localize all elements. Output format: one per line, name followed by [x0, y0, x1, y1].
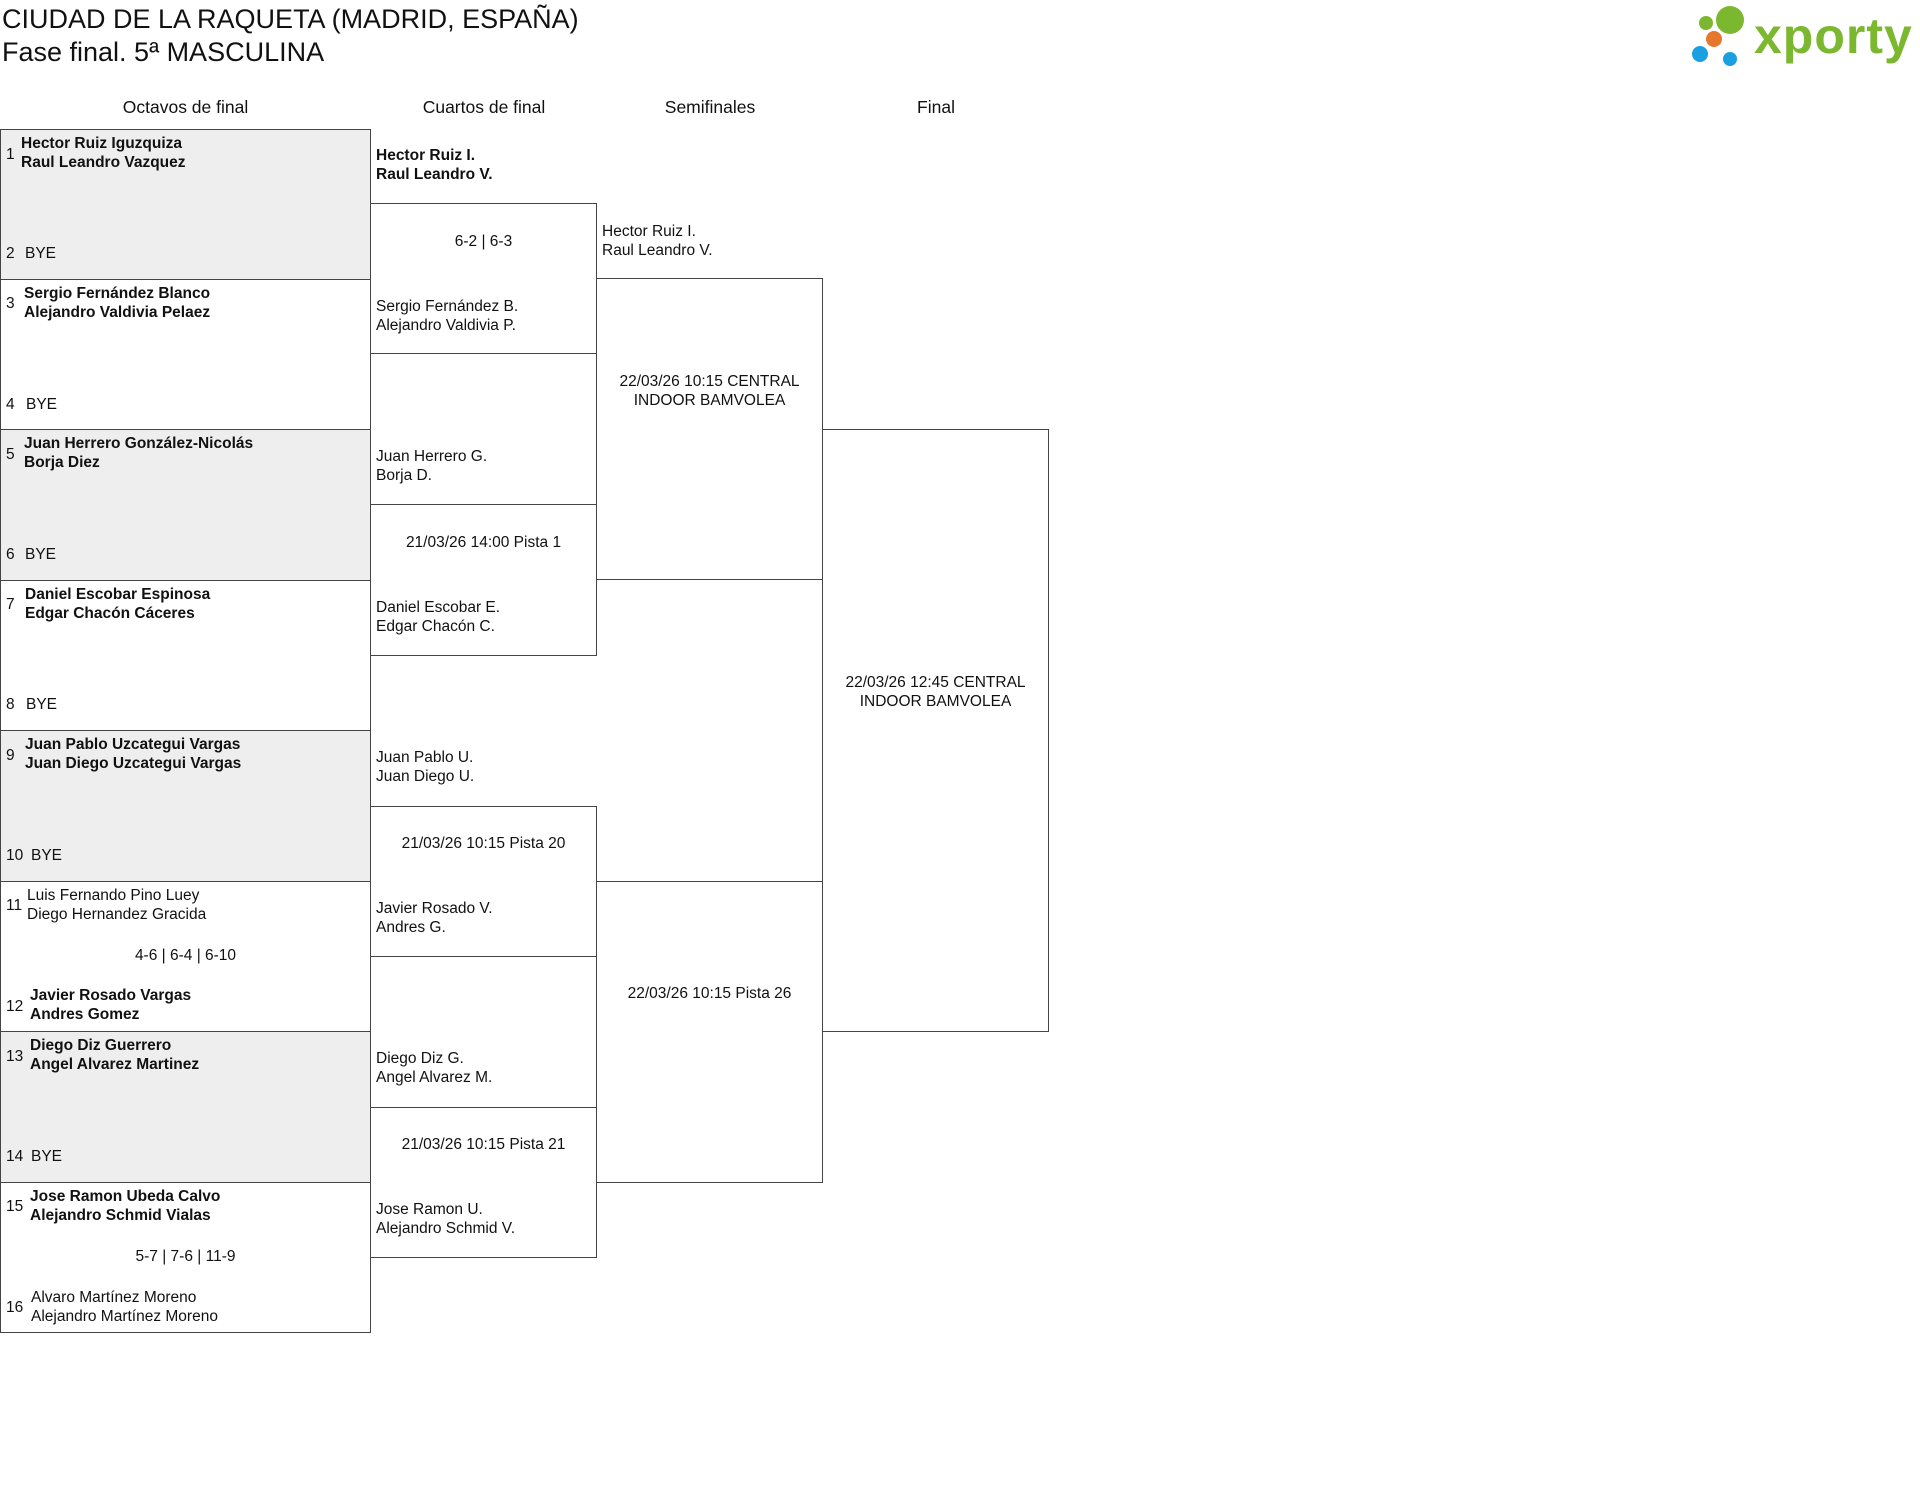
seed-number: 2: [6, 245, 15, 262]
player-name: Angel Alvarez M.: [376, 1069, 493, 1086]
seed-number: 9: [6, 747, 15, 764]
player-name: Jose Ramon U.: [376, 1201, 483, 1218]
octavos-match-5[interactable]: [0, 730, 371, 882]
semis-match-1[interactable]: [596, 278, 823, 580]
seed-number: 15: [6, 1198, 24, 1215]
player-name: Andres G.: [376, 919, 446, 936]
player-name: BYE: [26, 396, 58, 413]
player-name: Alejandro Schmid Vialas: [30, 1207, 211, 1224]
match-schedule: 21/03/26 10:15 Pista 21: [401, 1136, 566, 1153]
seed-number: 3: [6, 295, 15, 312]
round-header-semifinales: Semifinales: [664, 97, 756, 117]
player-name: BYE: [31, 847, 63, 864]
player-name: Hector Ruiz I.: [376, 147, 476, 164]
player-name: BYE: [25, 245, 57, 262]
semis-match-2[interactable]: [596, 881, 823, 1183]
final-match[interactable]: [822, 429, 1049, 1032]
player-name: Juan Herrero G.: [376, 448, 488, 465]
player-name: Alvaro Martínez Moreno: [31, 1289, 197, 1306]
player-name: Juan Diego Uzcategui Vargas: [25, 755, 242, 772]
player-name: Alejandro Martínez Moreno: [31, 1308, 218, 1325]
player-name: Alejandro Schmid V.: [376, 1220, 516, 1237]
cuartos-match-2[interactable]: [370, 504, 597, 656]
logo-wordmark: xporty: [1754, 8, 1913, 64]
player-name: Alejandro Valdivia Pelaez: [24, 304, 211, 321]
player-name: Diego Diz G.: [376, 1050, 464, 1067]
round-header-cuartos: Cuartos de final: [422, 97, 546, 117]
match-score: 6-2 | 6-3: [454, 233, 513, 250]
player-name: Angel Alvarez Martinez: [30, 1056, 200, 1073]
seed-number: 12: [6, 998, 24, 1015]
player-name: Juan Pablo U.: [376, 749, 474, 766]
seed-number: 10: [6, 847, 24, 864]
seed-number: 13: [6, 1048, 24, 1065]
player-name: Borja Diez: [24, 454, 100, 471]
player-name: Javier Rosado Vargas: [30, 987, 192, 1004]
player-name: Sergio Fernández B.: [376, 298, 519, 315]
player-name: Diego Hernandez Gracida: [27, 906, 207, 923]
player-name: Javier Rosado V.: [376, 900, 493, 917]
match-schedule: 21/03/26 14:00 Pista 1: [405, 534, 562, 551]
player-name: Edgar Chacón Cáceres: [25, 605, 195, 622]
logo-dot-blue: [1692, 46, 1708, 62]
player-name: Diego Diz Guerrero: [30, 1037, 172, 1054]
player-name: Sergio Fernández Blanco: [24, 285, 211, 302]
player-name: Hector Ruiz Iguzquiza: [21, 135, 183, 152]
seed-number: 11: [6, 897, 23, 914]
player-name: Daniel Escobar E.: [376, 599, 501, 616]
round-header-final: Final: [917, 97, 955, 117]
player-name: Daniel Escobar Espinosa: [25, 586, 211, 603]
player-name: Andres Gomez: [30, 1006, 140, 1023]
match-schedule: 22/03/26 10:15 CENTRAL: [619, 373, 800, 390]
player-name: Hector Ruiz I.: [602, 223, 696, 240]
octavos-match-3[interactable]: [0, 429, 371, 581]
player-name: BYE: [31, 1148, 63, 1165]
match-venue: INDOOR BAMVOLEA: [859, 693, 1012, 710]
player-name: Juan Herrero González-Nicolás: [24, 435, 254, 452]
seed-number: 5: [6, 446, 15, 463]
match-score: 5-7 | 7-6 | 11-9: [135, 1248, 236, 1265]
match-schedule: 21/03/26 10:15 Pista 20: [401, 835, 566, 852]
seed-number: 4: [6, 396, 15, 413]
match-venue: INDOOR BAMVOLEA: [633, 392, 786, 409]
xporty-logo[interactable]: xporty: [1690, 4, 1914, 68]
player-name: Jose Ramon Ubeda Calvo: [30, 1188, 221, 1205]
player-name: Juan Pablo Uzcategui Vargas: [25, 736, 241, 753]
player-name: Raul Leandro Vazquez: [21, 154, 186, 171]
octavos-match-7[interactable]: [0, 1031, 371, 1183]
seed-number: 16: [6, 1299, 24, 1316]
seed-number: 7: [6, 596, 15, 613]
seed-number: 1: [6, 146, 15, 163]
seed-number: 14: [6, 1148, 24, 1165]
player-name: Alejandro Valdivia P.: [376, 317, 516, 334]
seed-number: 6: [6, 546, 15, 563]
player-name: BYE: [25, 546, 57, 563]
player-name: Edgar Chacón C.: [376, 618, 495, 635]
logo-dot-green-small: [1699, 16, 1713, 30]
logo-dot-green-large: [1716, 6, 1744, 34]
match-score: 4-6 | 6-4 | 6-10: [134, 947, 237, 964]
octavos-match-1[interactable]: [0, 129, 371, 280]
player-name: Raul Leandro V.: [602, 242, 713, 259]
seed-number: 8: [6, 696, 15, 713]
player-name: Borja D.: [376, 467, 432, 484]
match-schedule: 22/03/26 10:15 Pista 26: [627, 985, 792, 1002]
player-name: Juan Diego U.: [376, 768, 475, 785]
logo-dot-orange: [1706, 31, 1722, 47]
round-header-octavos: Octavos de final: [122, 97, 249, 117]
page-title: CIUDAD DE LA RAQUETA (MADRID, ESPAÑA): [2, 4, 579, 34]
player-name: Luis Fernando Pino Luey: [27, 887, 200, 904]
player-name: BYE: [26, 696, 58, 713]
player-name: Raul Leandro V.: [376, 166, 493, 183]
logo-dot-blue-small: [1723, 52, 1737, 66]
page-subtitle: Fase final. 5ª MASCULINA: [2, 37, 325, 67]
match-schedule: 22/03/26 12:45 CENTRAL: [845, 674, 1026, 691]
